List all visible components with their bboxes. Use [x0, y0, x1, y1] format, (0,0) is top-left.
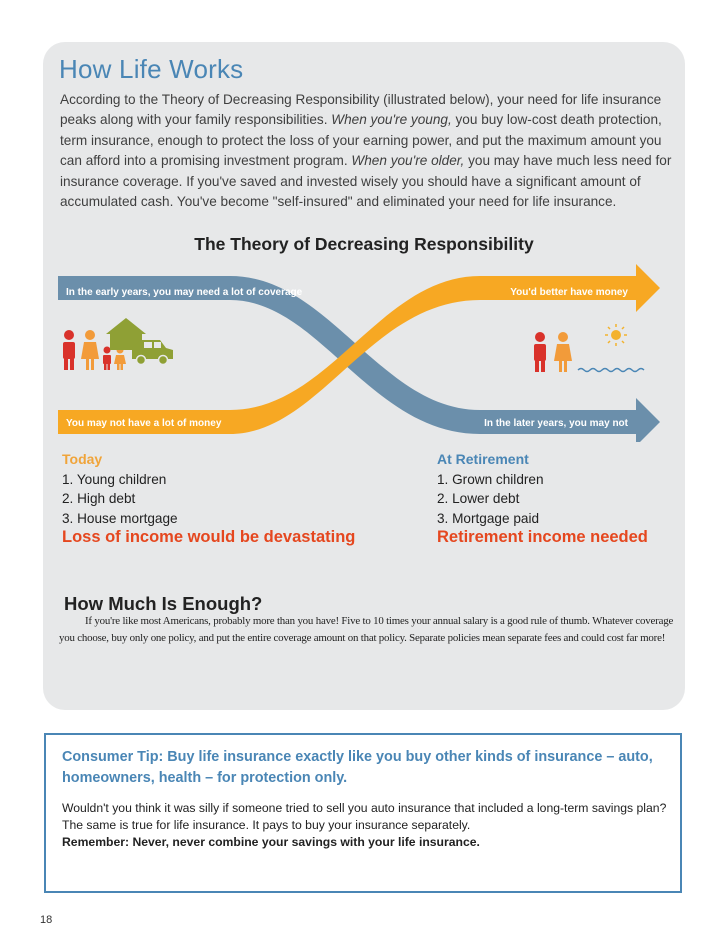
- retirement-outcome: Retirement income needed: [437, 528, 648, 546]
- consumer-tip-remember: Remember: Never, never combine your savi…: [62, 835, 480, 849]
- consumer-tip-heading: Consumer Tip: Buy life insurance exactly…: [62, 749, 653, 786]
- arrow-label-bottom-left: You may not have a lot of money: [66, 418, 222, 429]
- coverage-need-arrow: [58, 276, 660, 442]
- family-icon: [63, 330, 126, 370]
- consumer-tip-text: Wouldn't you think it was silly if someo…: [62, 801, 667, 832]
- retirement-item: 3. Mortgage paid: [437, 510, 540, 526]
- intro-text-1: According to the Theory of Decreasing Re…: [60, 92, 662, 128]
- car-icon: [132, 340, 173, 366]
- consumer-tip-box: [44, 733, 682, 893]
- today-column: Today 1. Young children 2. High debt 3. …: [62, 450, 178, 528]
- how-much-title: How Much Is Enough?: [64, 593, 263, 614]
- intro-text-2: you buy low-cost death protection, term …: [60, 112, 662, 169]
- water-icon: [577, 367, 645, 373]
- today-heading: Today: [62, 451, 103, 467]
- page-number: 18: [40, 914, 53, 926]
- sun-icon: [605, 324, 627, 346]
- arrow-label-bottom-right: In the later years, you may not: [484, 418, 629, 429]
- retirement-item: 2. Lower debt: [437, 491, 520, 506]
- retirement-item: 1. Grown children: [437, 471, 544, 487]
- decreasing-responsibility-diagram: In the early years, you may need a lot o…: [58, 264, 660, 442]
- diagram-title: The Theory of Decreasing Responsibility: [194, 234, 534, 254]
- today-item: 2. High debt: [62, 491, 136, 506]
- today-outcome: Loss of income would be devastating: [62, 528, 356, 546]
- retirement-column: At Retirement 1. Grown children 2. Lower…: [437, 450, 544, 528]
- intro-text-3: you may have much less need for insuranc…: [60, 153, 672, 210]
- arrow-label-top-right: You'd better have money: [510, 287, 628, 298]
- retirement-heading: At Retirement: [437, 451, 529, 467]
- couple-icon: [534, 332, 572, 372]
- how-much-text: If you're like most Americans, probably …: [59, 615, 674, 644]
- today-item: 1. Young children: [62, 471, 167, 487]
- section-title: How Life Works: [59, 54, 244, 84]
- consumer-tip-body: Wouldn't you think it was silly if someo…: [62, 800, 674, 851]
- today-item: 3. House mortgage: [62, 510, 178, 526]
- intro-emphasis-young: When you're young,: [331, 112, 452, 128]
- intro-paragraph: According to the Theory of Decreasing Re…: [60, 90, 672, 212]
- arrow-label-top-left: In the early years, you may need a lot o…: [66, 287, 303, 298]
- intro-emphasis-older: When you're older,: [351, 153, 465, 169]
- savings-arrow: [58, 264, 660, 434]
